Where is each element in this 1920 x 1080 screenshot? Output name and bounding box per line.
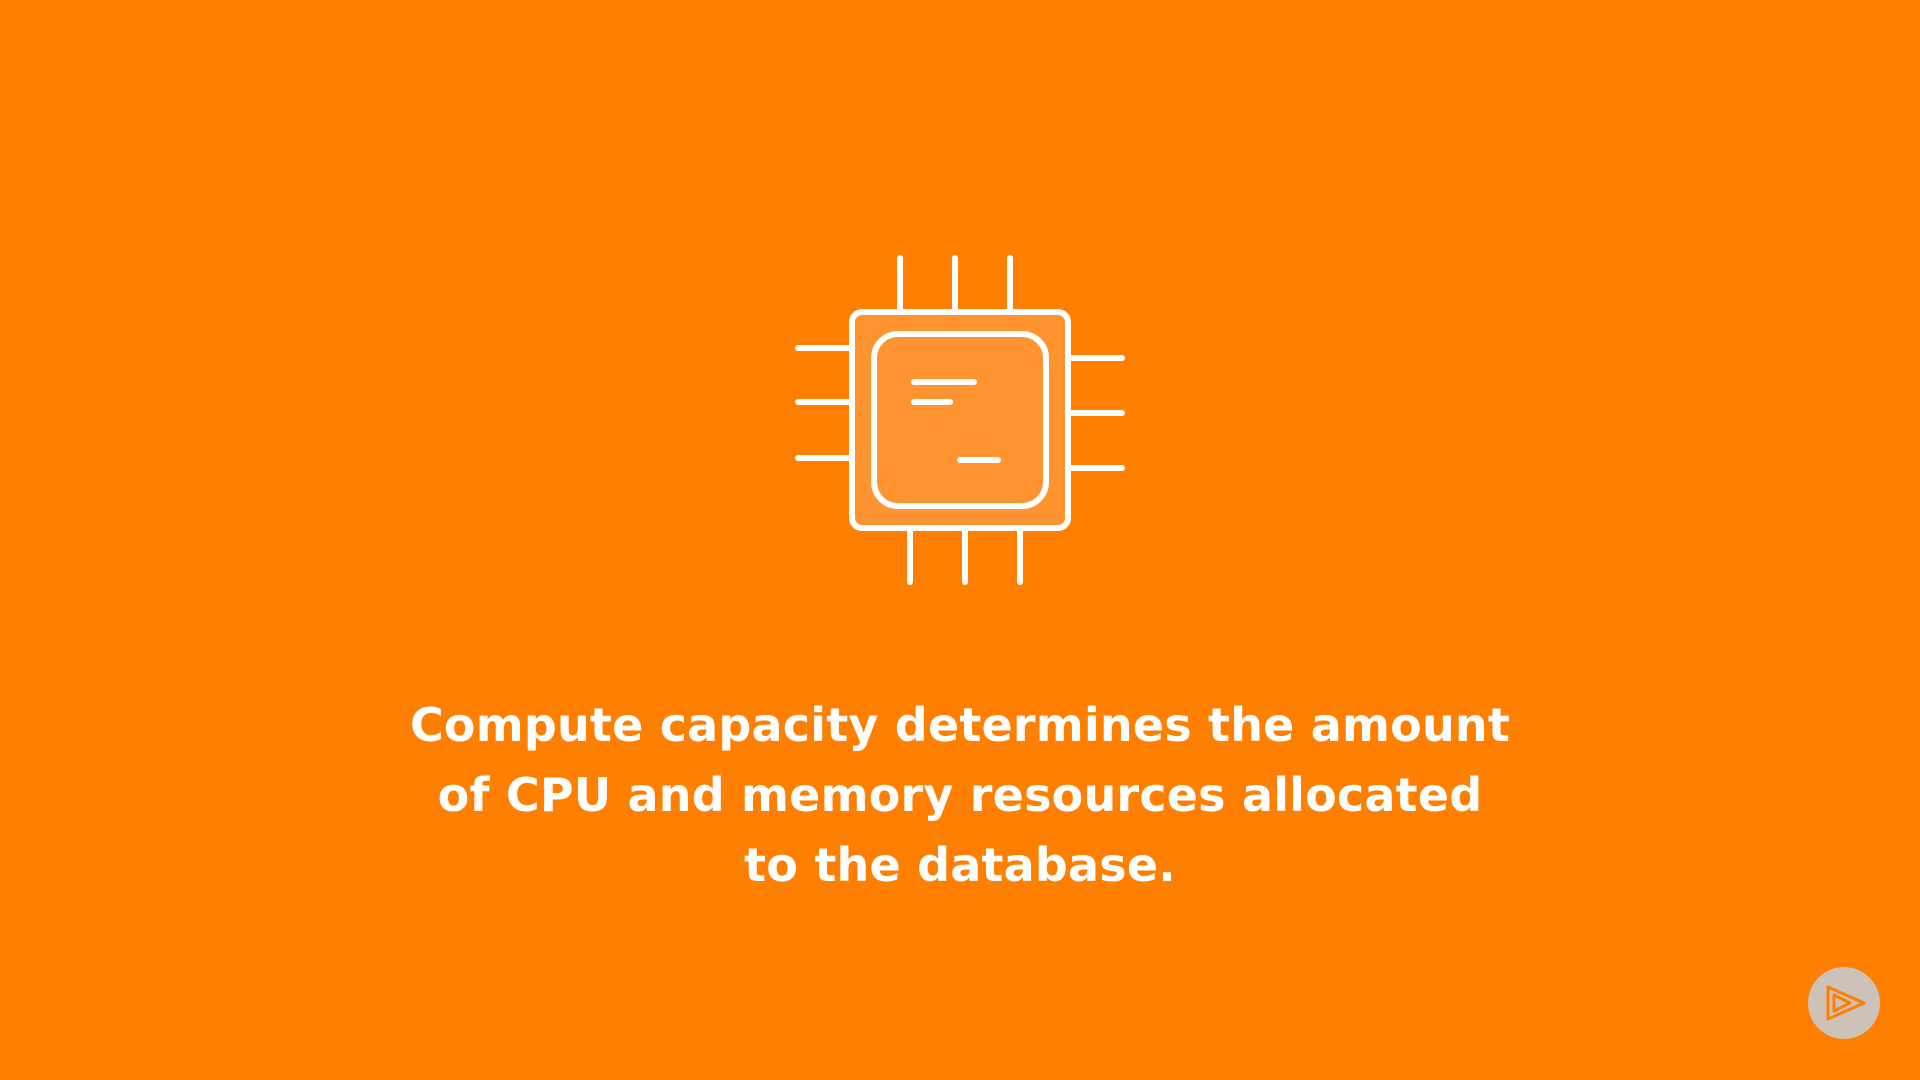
cpu-chip-icon: [795, 255, 1125, 585]
caption-line: of CPU and memory resources allocated: [437, 768, 1483, 822]
play-logo-badge: [1808, 967, 1880, 1039]
caption-line: to the database.: [744, 838, 1176, 892]
slide-caption: Compute capacity determines the amount o…: [360, 690, 1560, 900]
play-logo-icon: [1826, 985, 1866, 1021]
caption-line: Compute capacity determines the amount: [409, 698, 1511, 752]
